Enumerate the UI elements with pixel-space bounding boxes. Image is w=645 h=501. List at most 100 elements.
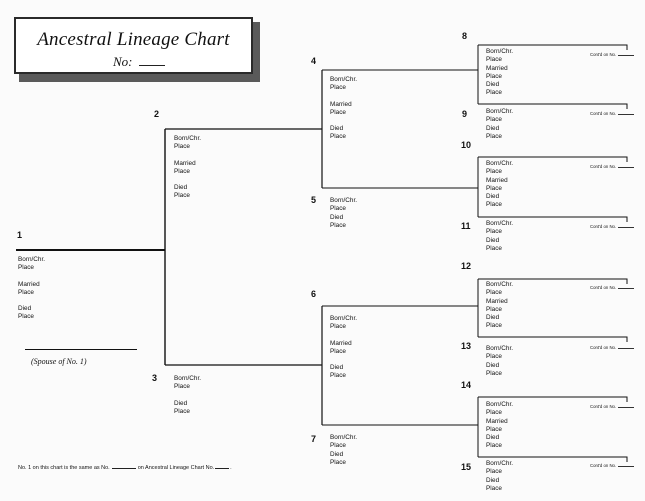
place-label: Place bbox=[330, 108, 346, 116]
chart-number-blank[interactable] bbox=[138, 54, 165, 66]
number-15: 15 bbox=[461, 462, 472, 472]
number-12: 12 bbox=[461, 261, 472, 271]
born-label: Born/Chr. bbox=[486, 220, 513, 227]
person-1-fields: Born/Chr. Place Married Place Died Place bbox=[18, 256, 45, 322]
person-2-fields: Born/Chr. Place Married Place Died Place bbox=[174, 135, 201, 201]
number-5: 5 bbox=[311, 195, 317, 205]
number-11: 11 bbox=[461, 221, 471, 231]
person-3-fields: Born/Chr. Place Died Place bbox=[174, 375, 201, 416]
place-label: Place bbox=[486, 201, 502, 209]
married-label: Married bbox=[486, 417, 508, 425]
place-label: Place bbox=[486, 305, 502, 313]
number-6: 6 bbox=[311, 289, 317, 299]
line-person-9 bbox=[478, 103, 628, 109]
place-label: Place bbox=[18, 288, 34, 296]
place-label: Place bbox=[330, 372, 346, 380]
person-4-fields: Born/Chr. Place Married Place Died Place bbox=[330, 76, 357, 142]
chart-title: Ancestral Lineage Chart bbox=[37, 29, 230, 50]
place-label: Place bbox=[174, 407, 190, 415]
born-label: Born/Chr. bbox=[486, 345, 513, 352]
person-15-fields: Born/Chr. Place Died Place bbox=[486, 460, 513, 493]
contd-blank[interactable] bbox=[618, 167, 635, 168]
number-10: 10 bbox=[461, 140, 472, 150]
number-4: 4 bbox=[311, 56, 317, 66]
number-14: 14 bbox=[461, 380, 472, 390]
contd-blank[interactable] bbox=[618, 55, 635, 56]
married-label: Married bbox=[330, 339, 352, 347]
contd-12: Cont'd on No. bbox=[590, 285, 635, 290]
spouse-line[interactable] bbox=[25, 349, 137, 350]
footer-chart-blank[interactable] bbox=[215, 468, 230, 469]
died-label: Died bbox=[486, 314, 500, 322]
number-13: 13 bbox=[461, 341, 472, 351]
footer-number-blank[interactable] bbox=[111, 468, 136, 469]
number-8: 8 bbox=[462, 31, 468, 41]
number-2: 2 bbox=[154, 109, 160, 119]
place-label: Place bbox=[486, 72, 502, 80]
number-9: 9 bbox=[462, 109, 468, 119]
contd-blank[interactable] bbox=[618, 407, 635, 408]
contd-9: Cont'd on No. bbox=[590, 111, 635, 116]
contd-14: Cont'd on No. bbox=[590, 404, 635, 409]
married-label: Married bbox=[18, 280, 40, 288]
contd-blank[interactable] bbox=[618, 227, 635, 228]
place-label: Place bbox=[330, 458, 346, 466]
born-label: Born/Chr. bbox=[330, 434, 357, 441]
place-label: Place bbox=[330, 205, 346, 213]
title-box: Ancestral Lineage Chart No: bbox=[14, 17, 253, 74]
person-11-fields: Born/Chr. Place Died Place bbox=[486, 220, 513, 253]
person-13-fields: Born/Chr. Place Died Place bbox=[486, 345, 513, 378]
contd-label: Cont'd on No. bbox=[590, 111, 617, 116]
place-label: Place bbox=[174, 167, 190, 175]
born-label: Born/Chr. bbox=[486, 108, 513, 115]
born-label: Born/Chr. bbox=[330, 197, 357, 204]
died-label: Died bbox=[330, 450, 344, 458]
married-label: Married bbox=[330, 100, 352, 108]
footer-text-2: on Ancestral Lineage Chart No. bbox=[137, 465, 215, 471]
place-label: Place bbox=[486, 168, 502, 176]
spouse-label: (Spouse of No. 1) bbox=[31, 357, 87, 366]
contd-label: Cont'd on No. bbox=[590, 463, 617, 468]
died-label: Died bbox=[486, 476, 500, 484]
married-label: Married bbox=[486, 297, 508, 305]
place-label: Place bbox=[174, 192, 190, 200]
place-label: Place bbox=[18, 313, 34, 321]
place-label: Place bbox=[486, 184, 502, 192]
died-label: Died bbox=[18, 305, 32, 313]
place-label: Place bbox=[486, 353, 502, 361]
died-label: Died bbox=[486, 236, 500, 244]
born-label: Born/Chr. bbox=[486, 460, 513, 467]
place-label: Place bbox=[486, 228, 502, 236]
contd-label: Cont'd on No. bbox=[590, 404, 617, 409]
line-person-12 bbox=[478, 278, 628, 284]
person-5-fields: Born/Chr. Place Died Place bbox=[330, 197, 357, 230]
number-3: 3 bbox=[152, 373, 158, 383]
footer-note: No. 1 on this chart is the same as No. on… bbox=[18, 465, 232, 471]
contd-15: Cont'd on No. bbox=[590, 463, 635, 468]
number-7: 7 bbox=[311, 434, 317, 444]
footer-text-3: . bbox=[230, 465, 232, 471]
place-label: Place bbox=[486, 116, 502, 124]
contd-blank[interactable] bbox=[618, 288, 635, 289]
contd-label: Cont'd on No. bbox=[590, 285, 617, 290]
place-label: Place bbox=[174, 143, 190, 151]
died-label: Died bbox=[486, 434, 500, 442]
place-label: Place bbox=[486, 369, 502, 377]
contd-label: Cont'd on No. bbox=[590, 52, 617, 57]
died-label: Died bbox=[486, 193, 500, 201]
number-1: 1 bbox=[17, 230, 23, 240]
place-label: Place bbox=[330, 221, 346, 229]
contd-blank[interactable] bbox=[618, 114, 635, 115]
died-label: Died bbox=[486, 361, 500, 369]
footer-text-1: No. 1 on this chart is the same as No. bbox=[18, 465, 110, 471]
died-label: Died bbox=[330, 213, 344, 221]
died-label: Died bbox=[486, 81, 500, 89]
place-label: Place bbox=[330, 84, 346, 92]
contd-blank[interactable] bbox=[618, 466, 635, 467]
contd-blank[interactable] bbox=[618, 348, 635, 349]
place-label: Place bbox=[330, 323, 346, 331]
person-10-fields: Born/Chr. Place Married Place Died Place bbox=[486, 160, 513, 210]
place-label: Place bbox=[486, 442, 502, 450]
died-label: Died bbox=[174, 184, 188, 192]
place-label: Place bbox=[486, 409, 502, 417]
